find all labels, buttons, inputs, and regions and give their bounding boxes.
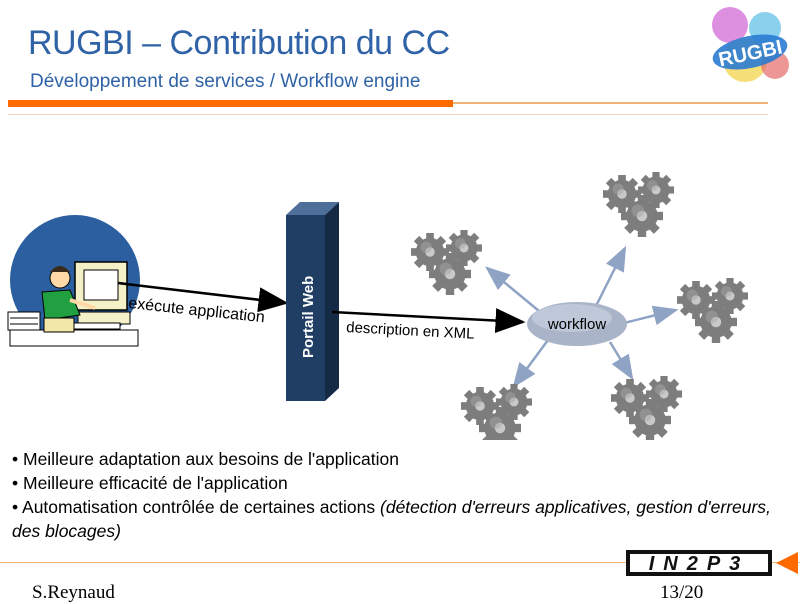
gear-cluster-icon — [603, 172, 674, 237]
in2p3-logo-text: IN2P3 — [649, 553, 750, 575]
gear-cluster-icon — [677, 278, 748, 343]
footer-author: S.Reynaud — [32, 582, 115, 603]
gear-cluster-icon — [411, 230, 482, 295]
header-divider — [8, 114, 768, 115]
gear-cluster-icon — [611, 376, 682, 440]
footer-divider — [0, 562, 800, 563]
bullet-item: • Meilleure adaptation aux besoins de l'… — [12, 449, 399, 469]
workflow-label: workflow — [547, 316, 607, 333]
portal-web-label: Portail Web — [300, 276, 317, 358]
rugbi-logo: RUGBI — [700, 0, 798, 98]
gear-cluster-icon — [461, 384, 532, 440]
xml-description-label: description en XML — [346, 319, 475, 343]
bullet-item-italic-text: (détection d'erreurs applicatives, gesti… — [12, 497, 771, 541]
title-underline — [8, 100, 453, 107]
title-underline-thin — [453, 102, 768, 104]
bullet-item-text: • Automatisation contrôlée de certaines … — [12, 497, 381, 517]
user-at-computer-illustration — [7, 215, 140, 347]
execute-application-label: exécute application — [128, 295, 266, 326]
in2p3-logo: IN2P3 — [626, 550, 798, 576]
bullet-item: • Meilleure efficacité de l'application — [12, 473, 288, 493]
portal-web-box: Portail Web — [286, 202, 339, 401]
slide-subtitle: Développement de services / Workflow eng… — [30, 71, 421, 92]
bullet-item: • Automatisation contrôlée de certaines … — [12, 495, 772, 543]
workflow-node: workflow — [527, 302, 627, 346]
slide-title: RUGBI – Contribution du CC — [28, 24, 450, 62]
footer-page-number: 13/20 — [660, 582, 704, 603]
bullet-list: • Meilleure adaptation aux besoins de l'… — [12, 447, 772, 543]
workflow-diagram: exécute application Portail Web descript… — [7, 120, 800, 440]
